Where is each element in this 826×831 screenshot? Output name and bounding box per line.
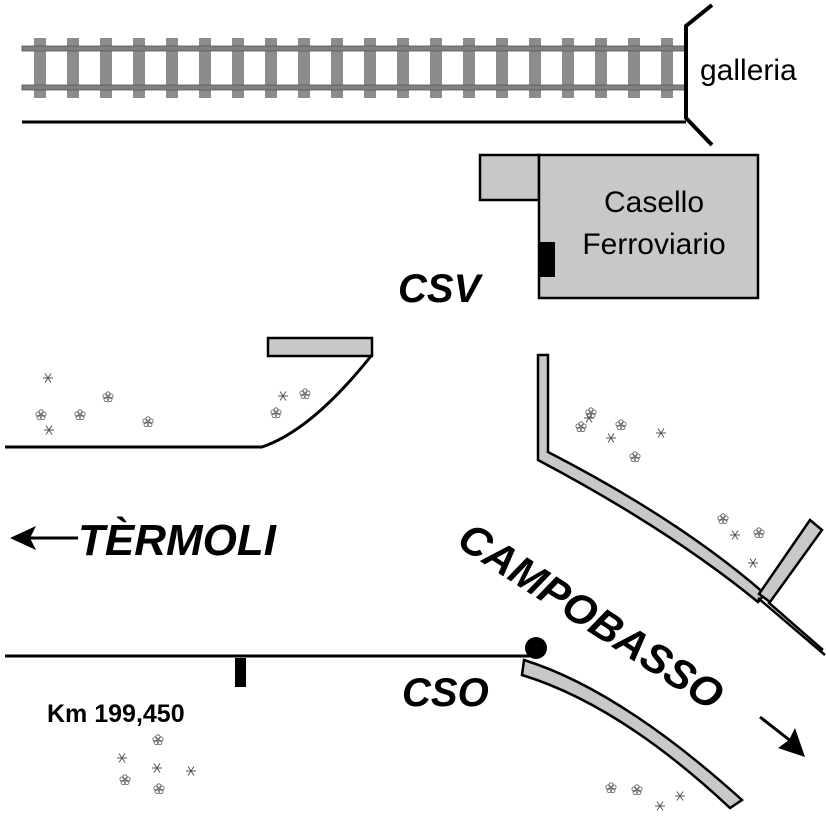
track-sleeper [265, 38, 277, 98]
track-sleeper [661, 38, 673, 98]
arrow-down-right-icon [778, 728, 805, 757]
track-sleeper [529, 38, 541, 98]
track-sleeper [199, 38, 211, 98]
railway-house-door [539, 242, 555, 277]
tunnel-portal [684, 3, 714, 147]
right-side-edge [757, 597, 826, 656]
csv-label: CSV [398, 267, 484, 311]
junction-point [525, 637, 547, 659]
railway-track [21, 38, 686, 98]
cso-label: CSO [402, 671, 489, 715]
track-sleeper [397, 38, 409, 98]
track-sleeper [133, 38, 145, 98]
track-sleeper [100, 38, 112, 98]
upper-left-edge-line [5, 355, 373, 449]
rail-bottom [21, 84, 686, 91]
right-side-curb [757, 518, 824, 604]
railway-house-main [537, 153, 760, 300]
km-marker-post [235, 658, 246, 687]
arrow-left-icon [10, 526, 36, 550]
track-sleeper [562, 38, 574, 98]
track-sleeper [331, 38, 343, 98]
upper-left-curb [266, 336, 374, 358]
upper-right-road-edge [536, 353, 826, 656]
railway-house: Casello Ferroviario [478, 153, 760, 300]
campobasso-arrow-shaft [759, 715, 793, 744]
track-sleeper [166, 38, 178, 98]
railway-house-label-line2: Ferroviario [582, 228, 725, 261]
tunnel-label: galleria [700, 54, 797, 87]
track-sleeper [463, 38, 475, 98]
rail-top [21, 45, 686, 52]
track-sleepers [34, 38, 673, 98]
track-sleeper [628, 38, 640, 98]
termoli-label: TÈRMOLI [78, 515, 277, 565]
track-sleeper [595, 38, 607, 98]
track-sleeper [67, 38, 79, 98]
track-sleeper [298, 38, 310, 98]
railway-house-label-line1: Casello [604, 186, 704, 219]
track-sleeper [34, 38, 46, 98]
lower-right-curb [520, 658, 745, 810]
km-marker-label: Km 199,450 [47, 700, 185, 728]
track-sleeper [232, 38, 244, 98]
campobasso-direction [759, 715, 805, 757]
track-sleeper [496, 38, 508, 98]
termoli-direction: TÈRMOLI [10, 515, 277, 565]
railway-house-annex [478, 153, 541, 202]
track-sleeper [430, 38, 442, 98]
upper-right-curb [536, 353, 767, 604]
upper-left-road-edge [5, 336, 374, 449]
track-sleeper [364, 38, 376, 98]
